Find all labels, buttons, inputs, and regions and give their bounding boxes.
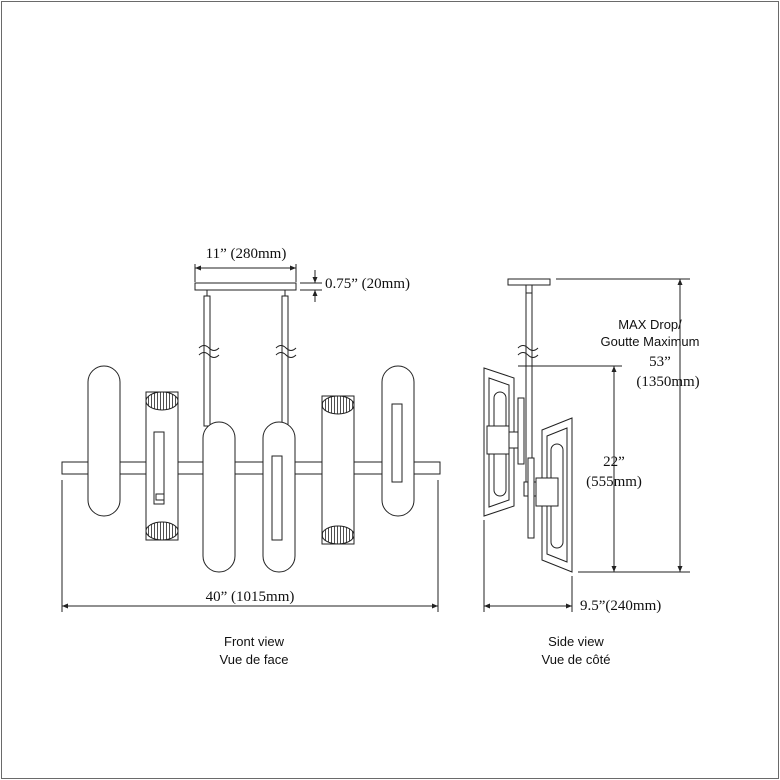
depth-label: 9.5”(240mm) <box>580 598 661 614</box>
side-max-drop-dimension: MAX Drop/ Goutte Maximum 53” (1350mm) <box>556 278 700 573</box>
front-width-top-dimension: 11” (280mm) <box>194 246 297 282</box>
side-view: MAX Drop/ Goutte Maximum 53” (1350mm) 22… <box>483 278 700 667</box>
front-canopy-height-dimension: 0.75” (20mm) <box>300 270 410 302</box>
body-height-mm: (555mm) <box>586 474 642 490</box>
side-body-height-dimension: 22” (555mm) <box>518 365 642 572</box>
side-canopy <box>507 278 551 286</box>
front-view-caption: Front view <box>224 634 285 649</box>
front-overall-width-dimension: 40” (1015mm) <box>61 480 439 612</box>
side-view-caption: Side view <box>548 634 604 649</box>
side-panel-front <box>523 417 573 573</box>
front-view: 11” (280mm) 0.75” (20mm) <box>61 246 441 667</box>
front-canopy-height-label: 0.75” (20mm) <box>325 276 410 292</box>
front-cylinders <box>87 365 415 573</box>
max-drop-mm: (1350mm) <box>636 374 699 390</box>
side-panel-rear <box>483 367 525 517</box>
body-height-inches: 22” <box>603 454 625 470</box>
front-width-top-label: 11” (280mm) <box>206 246 287 262</box>
max-drop-label-2: Goutte Maximum <box>601 334 700 349</box>
front-overall-width-label: 40” (1015mm) <box>206 589 295 605</box>
cylinder-1 <box>87 365 121 517</box>
front-canopy <box>194 282 297 291</box>
max-drop-inches: 53” <box>649 354 671 370</box>
cylinder-5 <box>321 395 355 545</box>
side-rod <box>525 292 533 484</box>
front-view-caption-fr: Vue de face <box>220 652 289 667</box>
cylinder-3 <box>202 421 236 573</box>
max-drop-label-1: MAX Drop/ <box>618 317 682 332</box>
side-depth-dimension: 9.5”(240mm) <box>483 520 661 614</box>
side-view-caption-fr: Vue de côté <box>542 652 611 667</box>
